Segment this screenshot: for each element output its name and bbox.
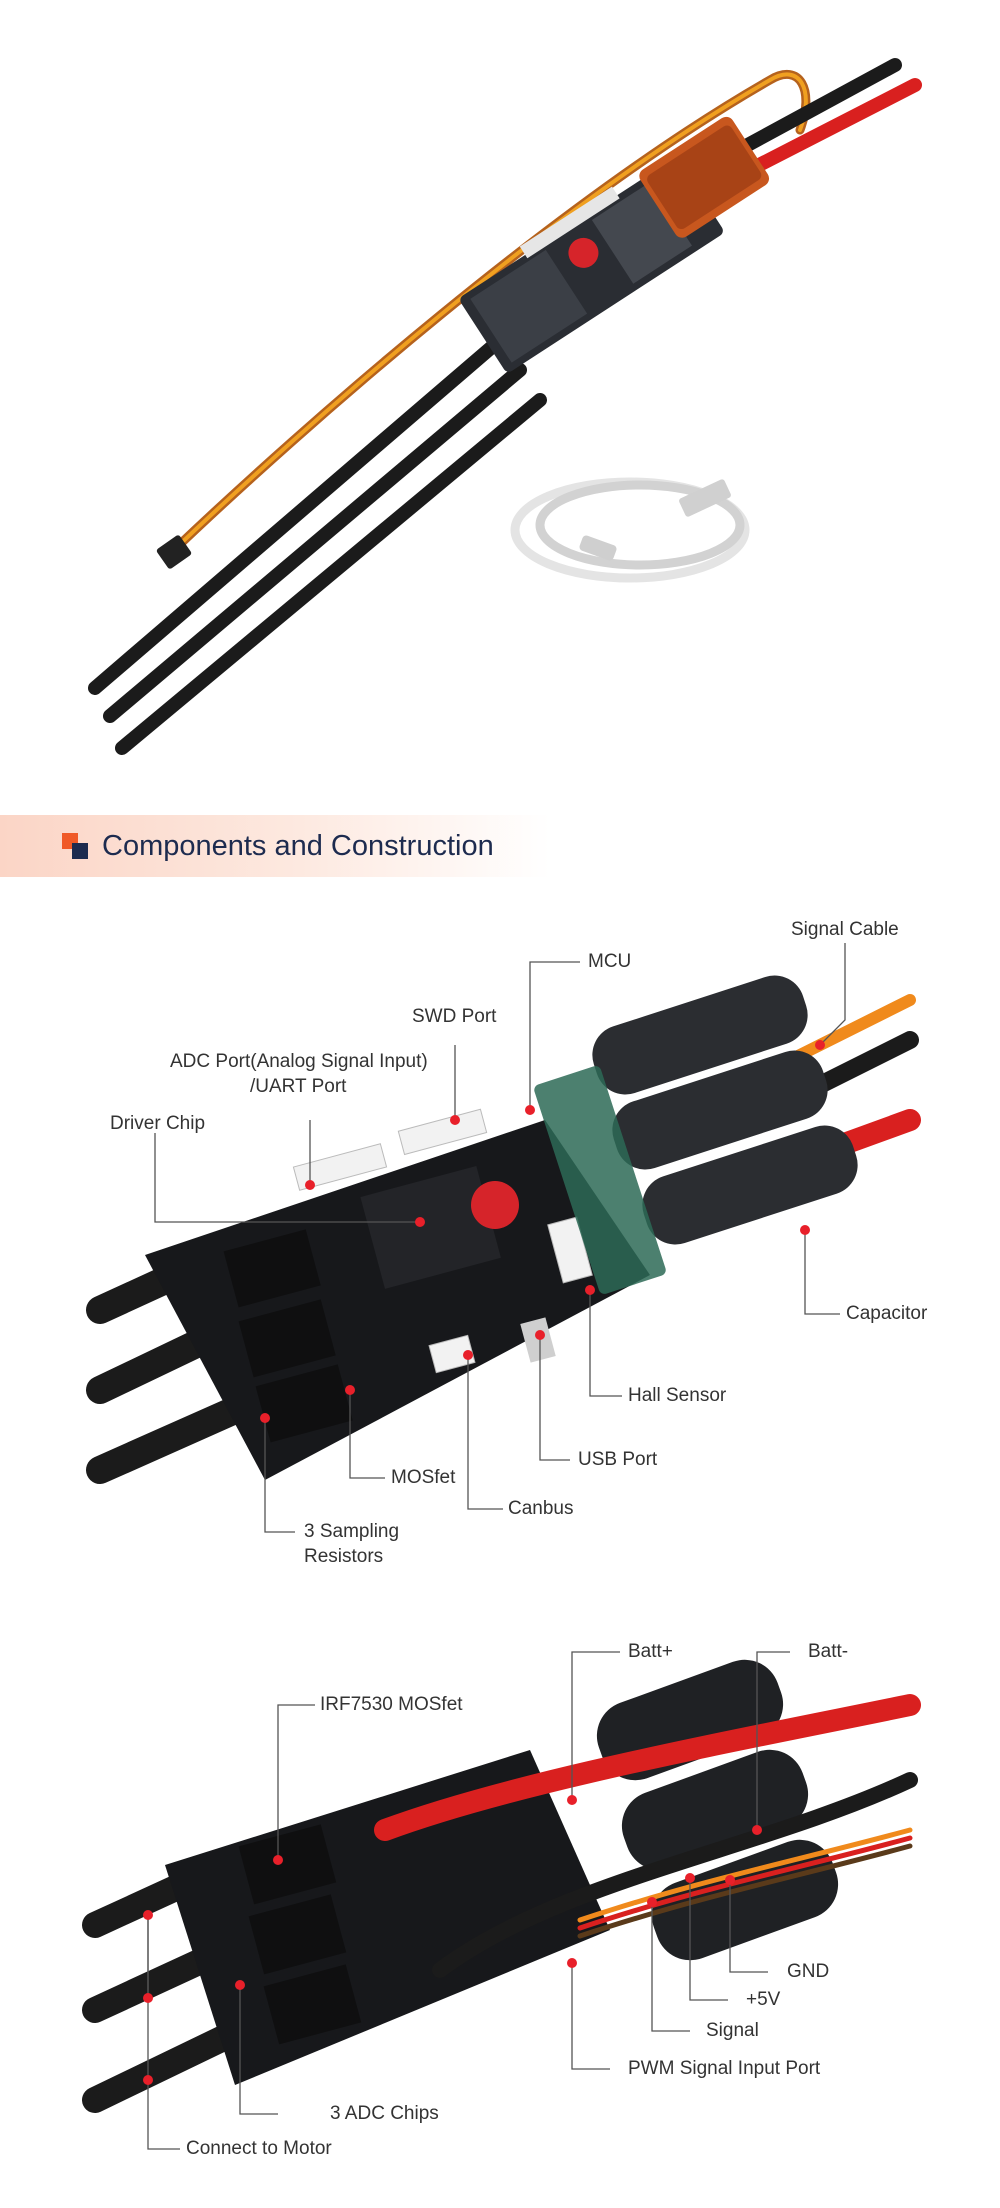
label-irf7530-mosfet: IRF7530 MOSfet (320, 1694, 463, 1715)
usb-a-plug (679, 479, 731, 517)
label-gnd: GND (787, 1961, 830, 1982)
usb-c-plug (579, 535, 617, 561)
product-photo (88, 58, 922, 755)
label-signal: Signal (706, 2020, 759, 2041)
d1-phase-wires (86, 1241, 249, 1484)
signal-connector (156, 535, 192, 569)
d1-leader-lines (154, 943, 846, 1533)
label-usb-port: USB Port (578, 1449, 658, 1470)
label-batt-plus: Batt+ (628, 1641, 673, 1662)
d2-markers (143, 1795, 762, 2085)
label-canbus: Canbus (508, 1498, 574, 1519)
label-capacitor: Capacitor (846, 1303, 928, 1324)
section-header-band (0, 815, 1000, 877)
label-driver-chip: Driver Chip (110, 1113, 206, 1134)
label-signal-cable: Signal Cable (791, 919, 899, 940)
label-mcu: MCU (588, 951, 632, 972)
d2-capacitors (596, 1659, 839, 1961)
d1-usb-port (520, 1317, 556, 1363)
label-sampling-line2: Resistors (304, 1546, 384, 1567)
d1-right-wires (781, 994, 921, 1171)
label-adc-chips: 3 ADC Chips (330, 2103, 439, 2124)
section-header-icon (62, 833, 90, 861)
d1-mosfets (223, 1229, 353, 1443)
d2-wires (374, 1694, 921, 1978)
label-plus-5v: +5V (746, 1989, 781, 2010)
d2-phase-wires (82, 1857, 253, 2113)
d2-pcb (165, 1750, 610, 2085)
d1-capacitors (534, 975, 858, 1294)
phase-wires (88, 333, 547, 755)
signal-cable (171, 70, 811, 553)
usb-cable (510, 477, 750, 583)
label-connect-to-motor: Connect to Motor (186, 2138, 332, 2159)
section-title: Components and Construction (102, 830, 494, 862)
label-sampling-line1: 3 Sampling (304, 1521, 400, 1542)
d2-mosfets (238, 1824, 362, 2045)
d1-mcu-sticker (471, 1181, 519, 1229)
label-swd-port: SWD Port (412, 1006, 497, 1027)
d1-mcu-chip (360, 1166, 501, 1289)
label-adc-port-line1: ADC Port(Analog Signal Input) (170, 1051, 428, 1072)
d1-connectors (292, 1108, 593, 1374)
label-adc-port-line2: /UART Port (250, 1076, 347, 1097)
label-hall-sensor: Hall Sensor (628, 1385, 727, 1406)
label-batt-minus: Batt- (808, 1641, 849, 1662)
capacitor-sleeve (639, 116, 770, 238)
label-pwm-signal-input-port: PWM Signal Input Port (628, 2058, 821, 2079)
label-mosfet: MOSfet (391, 1467, 456, 1488)
d1-pcb (145, 1120, 650, 1480)
